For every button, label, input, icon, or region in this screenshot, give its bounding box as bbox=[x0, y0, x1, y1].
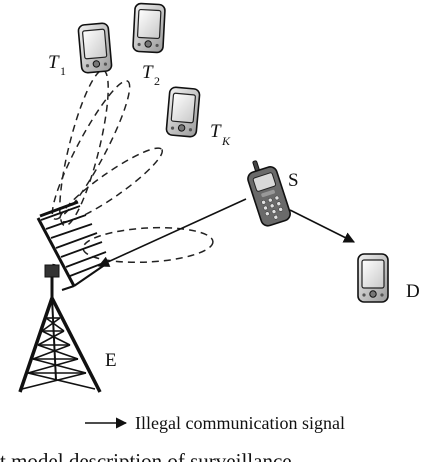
label-t1: T bbox=[48, 52, 60, 73]
signal-arrow-s-to-d bbox=[289, 209, 356, 243]
beam-lobe-horizontal bbox=[82, 226, 214, 264]
beam-lobe-tk bbox=[58, 147, 164, 223]
caption-fragment: t model description of surveillance bbox=[0, 449, 292, 462]
antenna-tower-icon bbox=[18, 200, 107, 393]
pda-phone-icon bbox=[131, 2, 167, 54]
label-t2-sub: 2 bbox=[154, 74, 160, 88]
label-e: E bbox=[105, 350, 117, 371]
pda-phone-icon bbox=[357, 253, 389, 303]
label-tk: T bbox=[210, 121, 222, 142]
label-s: S bbox=[288, 170, 299, 191]
label-t2: T bbox=[142, 62, 154, 83]
legend-text: Illegal communication signal bbox=[135, 413, 345, 433]
label-tk-sub: K bbox=[221, 134, 231, 148]
signal-arrow-s-to-e bbox=[97, 198, 247, 267]
label-t1-sub: 1 bbox=[60, 64, 66, 78]
label-d: D bbox=[406, 281, 420, 302]
beam-lobe-t2 bbox=[51, 80, 131, 220]
mobile-phone-icon bbox=[247, 160, 291, 227]
pda-phone-icon bbox=[165, 85, 201, 139]
pda-phone-icon bbox=[77, 21, 113, 75]
legend: Illegal communication signal bbox=[85, 413, 345, 433]
beam-lobe-t1 bbox=[59, 69, 109, 227]
